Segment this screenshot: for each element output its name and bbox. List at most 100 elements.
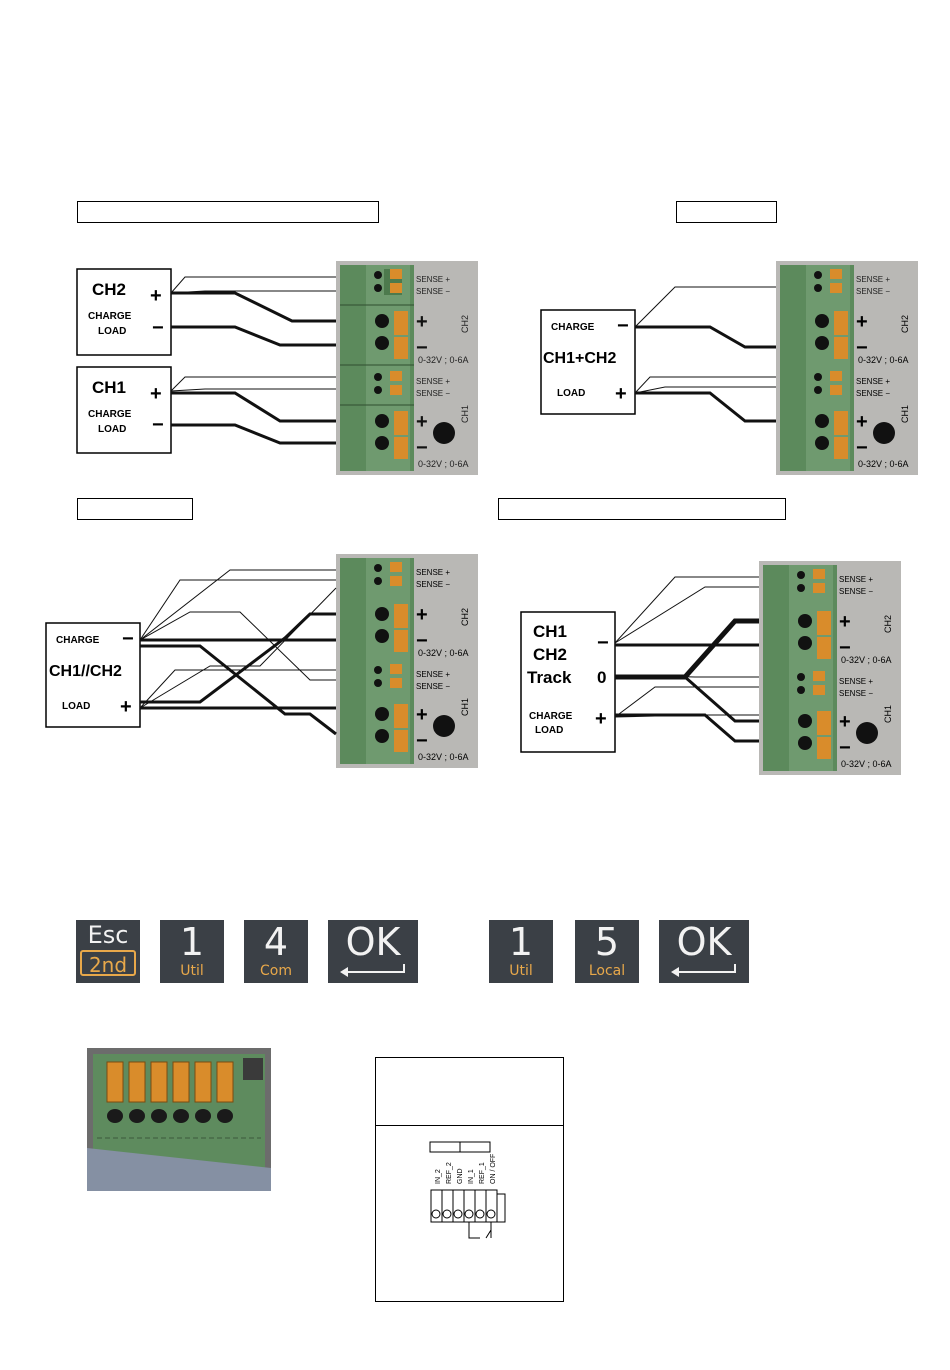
ch2-plus-mark: + xyxy=(856,311,868,333)
sense-plus-label: SENSE + xyxy=(856,377,890,386)
ok-label: OK xyxy=(676,920,732,964)
key-1-util[interactable]: 1 Util xyxy=(489,920,553,983)
ok-enter-key[interactable]: OK xyxy=(659,920,749,983)
ch2-vertical-label: CH2 xyxy=(460,315,470,333)
sense-minus-label: SENSE − xyxy=(856,287,890,296)
ok-label: OK xyxy=(345,920,401,964)
knob-icon xyxy=(856,722,878,744)
ch2-minus-mark: − xyxy=(416,337,428,359)
diagram-parallel: SENSE + SENSE − + − 0-32V ; 0-6A SENSE +… xyxy=(45,554,478,768)
plus-terminal: + xyxy=(120,696,132,718)
ok-enter-key[interactable]: OK xyxy=(328,920,418,983)
terminal-block: SENSE + SENSE − + − 0-32V ; 0-6A SENSE +… xyxy=(776,261,918,475)
ch1-rating: 0-32V ; 0-6A xyxy=(418,752,469,762)
title-box-parallel xyxy=(77,498,193,520)
terminal-block: SENSE + SENSE − + − 0-32V ; 0-6A SENSE +… xyxy=(336,554,478,768)
key-digit: 5 xyxy=(594,920,620,964)
key-sub-label: Util xyxy=(509,963,533,979)
switch-icon xyxy=(468,1222,492,1239)
ch2-box-label: CH2 xyxy=(92,280,126,299)
sense-plus-label: SENSE + xyxy=(839,575,873,584)
key-digit: 1 xyxy=(179,920,205,964)
pin-label-onoff: ON / OFF xyxy=(490,1154,497,1184)
charge-label: CHARGE xyxy=(88,311,132,322)
ch2-plus-mark: + xyxy=(416,311,428,333)
ch1-plus-mark: + xyxy=(416,411,428,433)
second-label: 2nd xyxy=(80,950,136,977)
connector-pin-panel: IN_2 REF_2 GND IN_1 REF_1 ON / OFF xyxy=(375,1057,564,1302)
pin-terminals xyxy=(430,1189,506,1223)
title-box-tracking xyxy=(498,498,786,520)
tracking-line3: Track xyxy=(527,668,572,687)
sense-minus-label: SENSE − xyxy=(416,389,450,398)
charge-label: CHARGE xyxy=(551,322,595,333)
ch1-rating: 0-32V ; 0-6A xyxy=(858,459,909,469)
sense-minus-label: SENSE − xyxy=(416,682,450,691)
esc-2nd-key[interactable]: Esc 2nd xyxy=(76,920,140,983)
ch2-vertical-label: CH2 xyxy=(883,615,893,633)
sense-plus-label: SENSE + xyxy=(416,568,450,577)
ch1-vertical-label: CH1 xyxy=(460,698,470,716)
ch1-box-label: CH1 xyxy=(92,378,126,397)
ch2-plus-mark: + xyxy=(839,611,851,633)
load-label: LOAD xyxy=(557,388,585,399)
ch1-minus-mark: − xyxy=(416,730,428,752)
tracking-line1: CH1 xyxy=(533,622,567,641)
diagram-series: SENSE + SENSE − + − 0-32V ; 0-6A SENSE +… xyxy=(540,261,918,475)
zero-terminal: 0 xyxy=(597,668,606,687)
ch1-minus-mark: − xyxy=(856,437,868,459)
pin-label-in1: IN_1 xyxy=(468,1169,475,1184)
wires xyxy=(634,286,776,423)
ch1-minus-mark: − xyxy=(839,737,851,759)
ch2-vertical-label: CH2 xyxy=(460,608,470,626)
ch2-rating: 0-32V ; 0-6A xyxy=(841,655,892,665)
charge-label: CHARGE xyxy=(56,635,100,646)
ch1-rating: 0-32V ; 0-6A xyxy=(841,759,892,769)
diagram-independent: SENSE + SENSE − + − 0-32V ; 0-6A SENSE +… xyxy=(76,261,478,475)
key-1-util[interactable]: 1 Util xyxy=(160,920,224,983)
pin-label-ref2: REF_2 xyxy=(446,1162,453,1184)
ch2-rating: 0-32V ; 0-6A xyxy=(418,355,469,365)
title-box-serial xyxy=(77,201,379,223)
esc-label: Esc xyxy=(87,921,129,949)
minus-terminal: − xyxy=(597,632,609,654)
sense-minus-label: SENSE − xyxy=(416,287,450,296)
pin-label-in2: IN_2 xyxy=(435,1169,442,1184)
ch1-vertical-label: CH1 xyxy=(460,405,470,423)
sense-plus-label: SENSE + xyxy=(416,670,450,679)
key-digit: 1 xyxy=(508,920,534,964)
key-sub-label: Util xyxy=(180,963,204,979)
ch1-box-plus: + xyxy=(150,383,162,405)
sense-minus-label: SENSE − xyxy=(856,389,890,398)
ch2-box-minus: − xyxy=(152,317,164,339)
ch2-minus-mark: − xyxy=(856,337,868,359)
plus-terminal: + xyxy=(595,708,607,730)
plus-terminal: + xyxy=(615,383,627,405)
diagram-tracking: SENSE + SENSE − + − 0-32V ; 0-6A SENSE +… xyxy=(520,561,901,775)
tracking-line2: CH2 xyxy=(533,645,567,664)
ch2-vertical-label: CH2 xyxy=(900,315,910,333)
ch1-plus-mark: + xyxy=(839,711,851,733)
pin-label-ref1: REF_1 xyxy=(479,1162,486,1184)
wires xyxy=(170,276,336,445)
load-label: LOAD xyxy=(98,326,126,337)
sense-plus-label: SENSE + xyxy=(856,275,890,284)
ch1-vertical-label: CH1 xyxy=(900,405,910,423)
wires xyxy=(614,576,759,743)
key-5-local[interactable]: 5 Local xyxy=(575,920,639,983)
wires xyxy=(139,569,337,736)
ch2-minus-mark: − xyxy=(839,637,851,659)
key-sub-label: Com xyxy=(260,963,292,979)
key-4-com[interactable]: 4 Com xyxy=(244,920,308,983)
ch1-box-minus: − xyxy=(152,414,164,436)
key-sub-label: Local xyxy=(588,963,626,979)
minus-terminal: − xyxy=(617,315,629,337)
panel-divider xyxy=(376,1125,563,1126)
knob-icon xyxy=(433,715,455,737)
title-box-series xyxy=(676,201,777,223)
knob-icon xyxy=(873,422,895,444)
series-label: CH1+CH2 xyxy=(543,350,616,367)
load-label: LOAD xyxy=(62,701,90,712)
ch1-minus-mark: − xyxy=(416,437,428,459)
load-label: LOAD xyxy=(98,424,126,435)
